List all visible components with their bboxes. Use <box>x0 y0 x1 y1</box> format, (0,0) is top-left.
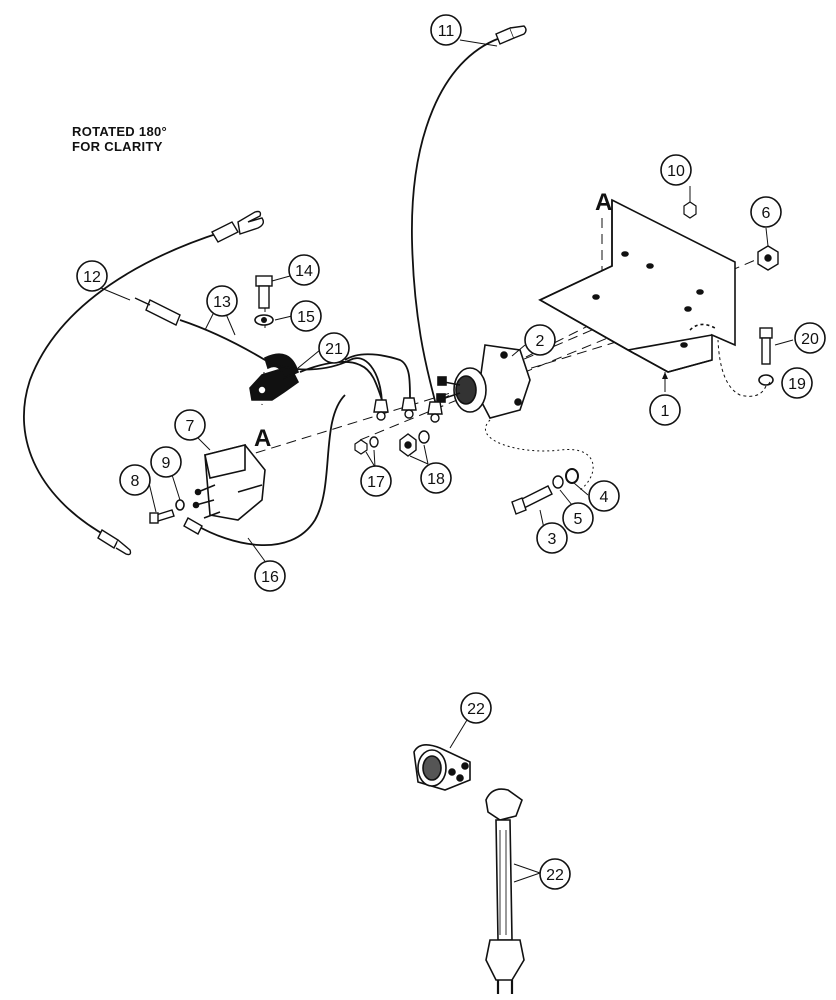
callout-22-switch: 22 <box>460 692 492 724</box>
terminal-washer-large <box>418 430 430 444</box>
callout-7-label: 7 <box>186 418 195 435</box>
rotation-note: ROTATED 180° FOR CLARITY <box>72 124 167 154</box>
clamp-bolt <box>255 275 273 309</box>
solenoid-bolt <box>511 485 553 515</box>
callout-1-label: 1 <box>661 403 670 420</box>
starter-switch <box>413 744 471 791</box>
callout-5: 5 <box>562 502 594 534</box>
callout-6: 6 <box>750 196 782 228</box>
callout-13-label: 13 <box>213 294 231 311</box>
terminal-washer-small <box>369 436 379 448</box>
terminal-nut-large <box>399 433 417 457</box>
callout-10-label: 10 <box>667 163 685 180</box>
bracket-lock-nut <box>758 374 774 386</box>
circuit-breaker <box>192 443 266 521</box>
callout-1: 1 <box>649 394 681 426</box>
callout-18-label: 18 <box>427 471 445 488</box>
rotation-note-line2: FOR CLARITY <box>72 139 163 154</box>
callout-20: 20 <box>794 322 826 354</box>
terminals <box>97 25 527 556</box>
callout-16-label: 16 <box>261 569 279 586</box>
wire-16 <box>195 394 346 547</box>
callout-8: 8 <box>119 464 151 496</box>
bracket-bolt-path <box>717 339 767 397</box>
callout-3-label: 3 <box>548 531 557 548</box>
callout-14-label: 14 <box>295 263 313 280</box>
flat-washer <box>565 468 579 484</box>
callout-16: 16 <box>254 560 286 592</box>
callout-4-label: 4 <box>600 489 609 506</box>
callout-17-label: 17 <box>367 474 385 491</box>
small-hex-nut <box>683 201 697 219</box>
lock-washer <box>552 475 564 489</box>
breaker-washer <box>175 499 185 511</box>
callout-13: 13 <box>206 285 238 317</box>
section-mark-upper: A <box>595 189 612 216</box>
callout-12-label: 12 <box>83 269 101 286</box>
callout-2: 2 <box>524 324 556 356</box>
solenoid-ground-lead <box>485 419 594 491</box>
callout-7: 7 <box>174 409 206 441</box>
solenoid <box>436 344 531 419</box>
hex-nut <box>757 245 779 271</box>
callout-6-label: 6 <box>762 205 771 222</box>
cable-clamp <box>249 353 300 401</box>
terminal-nut-small <box>354 439 368 455</box>
callout-11-label: 11 <box>438 23 455 40</box>
callout-11: 11 <box>430 14 462 46</box>
rotation-note-line1: ROTATED 180° <box>72 124 167 139</box>
callout-18: 18 <box>420 462 452 494</box>
callout-19-label: 19 <box>788 376 806 393</box>
callout-22-cord-label: 22 <box>546 867 564 884</box>
callout-20-label: 20 <box>801 331 819 348</box>
callout-8-label: 8 <box>131 473 140 490</box>
breaker-screw <box>149 509 175 524</box>
callout-12: 12 <box>76 260 108 292</box>
callout-22-cord: 22 <box>539 858 571 890</box>
callout-17: 17 <box>360 465 392 497</box>
callout-5-label: 5 <box>574 511 583 528</box>
callouts: 1 2 3 4 5 6 7 8 9 10 11 12 13 14 15 16 1… <box>76 14 826 890</box>
callout-3: 3 <box>536 522 568 554</box>
callout-9: 9 <box>150 446 182 478</box>
callout-22-switch-label: 22 <box>467 701 485 718</box>
bracket-bolt <box>759 327 773 365</box>
callout-19: 19 <box>781 367 813 399</box>
wire-12 <box>23 231 223 539</box>
callout-15: 15 <box>290 300 322 332</box>
callout-10: 10 <box>660 154 692 186</box>
callout-14: 14 <box>288 254 320 286</box>
callout-9-label: 9 <box>162 455 171 472</box>
callout-4: 4 <box>588 480 620 512</box>
section-mark-lower: A <box>254 425 271 452</box>
mounting-bracket <box>538 198 736 373</box>
callout-21: 21 <box>318 332 350 364</box>
callout-21-label: 21 <box>325 341 343 358</box>
wiring <box>23 37 501 547</box>
callout-2-label: 2 <box>536 333 545 350</box>
wire-11 <box>411 37 501 406</box>
power-cord <box>485 788 525 994</box>
callout-15-label: 15 <box>297 309 315 326</box>
